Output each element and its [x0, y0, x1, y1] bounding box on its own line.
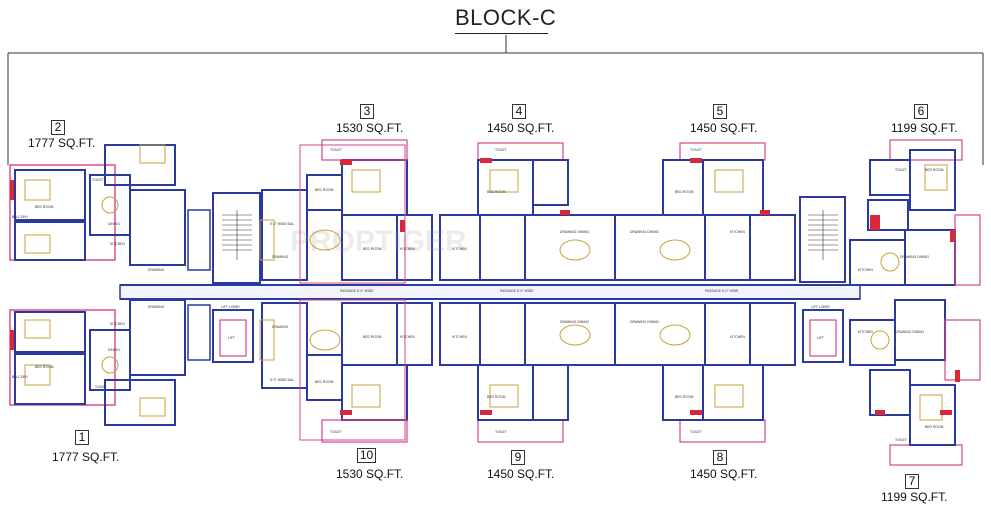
right-core [799, 196, 846, 363]
unit-4-plan [439, 142, 616, 281]
room-label-bed-room: BED ROOM [315, 380, 334, 384]
room-label-bed-room: BED ROOM [35, 365, 54, 369]
unit-area-7: 1199 SQ.FT. [881, 490, 948, 504]
room-label-dining-drawing: DRAWING DINING [630, 230, 660, 234]
room-label-dining-drawing: DRAWING DINING [560, 230, 590, 234]
furniture [24, 144, 948, 421]
unit-8-plan [614, 302, 796, 443]
unit-10-plan [261, 299, 433, 443]
room-label-kitchen: KITCHEN [110, 322, 125, 326]
room-label-toilet: TOILET [95, 385, 107, 389]
room-label-drawing: DRAWING [272, 255, 289, 259]
room-label-drawing: DRAWING [272, 325, 289, 329]
unit-3-plan [261, 139, 433, 284]
room-label-toilet: TOILET [330, 148, 342, 152]
unit-number-1: 1 [75, 430, 89, 445]
unit-area-1: 1777 SQ.FT. [52, 450, 120, 464]
room-label-bed-room: BED ROOM [363, 247, 382, 251]
room-label-dining-drawing: DRAWING DINING [900, 255, 930, 259]
room-label-kitchen: KITCHEN [452, 247, 467, 251]
room-label-dining-drawing: DRAWING DINING [560, 320, 590, 324]
title-underline [455, 33, 548, 34]
unit-5-plan [614, 142, 796, 281]
block-bracket [7, 35, 984, 165]
room-label-drawing: DRAWING [148, 268, 165, 272]
unit-number-5: 5 [713, 104, 727, 119]
unit-area-6: 1199 SQ.FT. [891, 121, 958, 135]
room-label-bed-room: BED ROOM [363, 335, 382, 339]
unit-number-2: 2 [51, 120, 65, 135]
room-label-toilet: TOILET [895, 438, 907, 442]
room-label-toilet: TOILET [690, 430, 702, 434]
central-corridor [119, 284, 861, 300]
unit-number-8: 8 [713, 450, 727, 465]
unit-area-5: 1450 SQ.FT. [690, 121, 758, 135]
room-label-lift-lobby: LIFT LOBBY [221, 305, 241, 309]
room-label-lift-lobby: LIFT LOBBY [811, 305, 831, 309]
room-label-kitchen: KITCHEN [110, 242, 125, 246]
unit-number-10: 10 [357, 448, 376, 463]
unit-area-8: 1450 SQ.FT. [690, 467, 758, 481]
room-label-kitchen: KITCHEN [858, 330, 873, 334]
unit-area-9: 1450 SQ.FT. [487, 467, 555, 481]
room-label-kitchen: KITCHEN [730, 335, 745, 339]
room-label-balcony: BALCONY [12, 375, 29, 379]
unit-number-4: 4 [512, 104, 526, 119]
room-label-kitchen: KITCHEN [452, 335, 467, 339]
unit-area-2: 1777 SQ.FT. [28, 136, 96, 150]
room-label-wide-bal: 5'-0" WIDE BAL. [270, 222, 295, 226]
unit-number-7: 7 [905, 474, 919, 489]
unit-6-plan [849, 139, 981, 286]
red-accents [10, 158, 960, 415]
room-label-passage: PASSAGE 5'-0" WIDE [500, 289, 534, 293]
unit-number-3: 3 [360, 104, 374, 119]
unit-area-4: 1450 SQ.FT. [487, 121, 555, 135]
room-label-dining: DINING [108, 222, 120, 226]
unit-number-9: 9 [511, 450, 525, 465]
room-label-bed-room: BED ROOM [675, 190, 694, 194]
unit-7-plan [849, 299, 981, 466]
unit-area-3: 1530 SQ.FT. [336, 121, 404, 135]
unit-area-10: 1530 SQ.FT. [336, 467, 404, 481]
room-label-toilet: TOILET [690, 148, 702, 152]
room-label-balcony: BALCONY [12, 215, 29, 219]
unit-number-6: 6 [914, 104, 928, 119]
room-label-toilet: TOILET [330, 430, 342, 434]
room-label-kitchen: KITCHEN [730, 230, 745, 234]
room-label-kitchen: KITCHEN [400, 335, 415, 339]
room-label-drawing: DRAWING [148, 305, 165, 309]
room-label-lift: LIFT [228, 336, 235, 340]
room-label-toilet: TOILET [495, 430, 507, 434]
room-label-wide-bal: 5'-0" WIDE BAL. [270, 378, 295, 382]
unit-2-plan [9, 144, 186, 266]
room-label-bed-room: BED ROOM [487, 190, 506, 194]
room-label-toilet: TOILET [495, 148, 507, 152]
room-label-kitchen: KITCHEN [400, 247, 415, 251]
room-label-bed-room: BED ROOM [315, 188, 334, 192]
room-label-dining-drawing: DRAWING DINING [630, 320, 660, 324]
room-label-passage: PASSAGE 5'-0" WIDE [705, 289, 739, 293]
block-title: BLOCK-C [455, 5, 557, 30]
room-label-dining-drawing: DRAWING DINING [895, 330, 925, 334]
room-label-passage: PASSAGE 5'-0" WIDE [340, 289, 374, 293]
room-label-toilet: TOILET [92, 178, 104, 182]
room-label-bed-room: BED ROOM [925, 168, 944, 172]
room-label-bed-room: BED ROOM [35, 205, 54, 209]
room-label-dining: DINING [108, 348, 120, 352]
unit-1-plan [9, 299, 186, 426]
room-label-lift: LIFT [817, 336, 824, 340]
room-label-kitchen: KITCHEN [858, 268, 873, 272]
room-label-bed-room: BED ROOM [925, 425, 944, 429]
watermark: PROPTIGER [290, 225, 467, 258]
left-core [187, 192, 261, 363]
room-label-bed-room: BED ROOM [487, 395, 506, 399]
room-label-toilet: TOILET [895, 168, 907, 172]
room-label-bed-room: BED ROOM [675, 395, 694, 399]
